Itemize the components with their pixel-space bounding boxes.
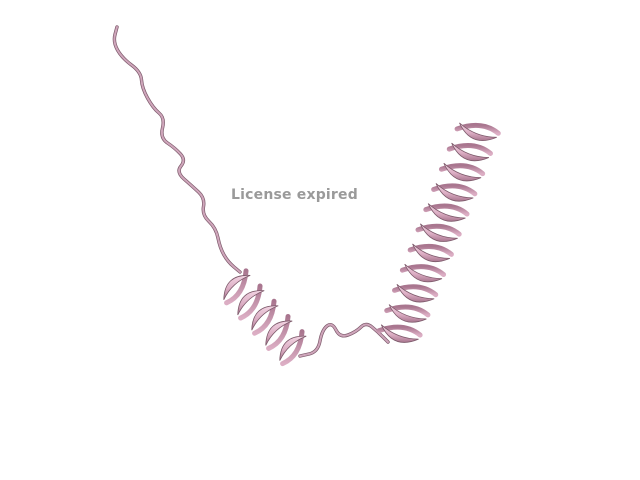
helix-1-front	[223, 275, 307, 361]
helix-2-turn	[443, 162, 482, 182]
helix-1-turn-back	[280, 329, 305, 367]
helix-2-turn-back	[376, 324, 423, 338]
helix-2-turn	[435, 183, 474, 202]
helix-2-turn-back	[415, 223, 462, 237]
helix-1-turn	[251, 305, 279, 331]
helix-2-turn	[380, 324, 419, 343]
helix-1-turn-back	[266, 313, 291, 351]
helix-2-turn	[459, 122, 497, 141]
linker-coil-core	[299, 323, 389, 357]
helix-1-turn-back	[252, 298, 277, 336]
helix-1-turn	[265, 320, 293, 346]
license-watermark: License expired	[231, 187, 358, 203]
helix-1-turn	[279, 335, 307, 361]
helix-1-turn-back	[238, 283, 263, 321]
helix-1	[223, 268, 307, 367]
helix-2-turn-back	[384, 304, 431, 318]
helix-2-front	[380, 122, 497, 343]
helix-2-turn-back	[446, 143, 493, 156]
n-terminal-coil	[112, 25, 242, 274]
helix-2-turn	[396, 284, 435, 303]
helix-1-turn-back	[224, 268, 249, 306]
helix-2-turn	[404, 263, 443, 283]
helix-2-turn	[419, 223, 458, 242]
helix-2-turn-back	[399, 264, 447, 278]
helix-2-back	[376, 122, 501, 338]
helix-2-turn-back	[454, 122, 501, 136]
helix-1-turn	[237, 290, 265, 316]
helix-1-turn	[223, 275, 251, 300]
helix-2-turn-back	[407, 243, 454, 257]
helix-2	[376, 122, 501, 343]
helix-2-turn	[427, 203, 466, 222]
linker-coil	[298, 322, 390, 358]
n-terminal-coil-core	[113, 26, 241, 273]
helix-2-turn-back	[392, 284, 439, 298]
helix-2-turn-back	[438, 163, 486, 177]
helix-2-turn	[388, 304, 427, 323]
helix-1-back	[224, 268, 305, 367]
helix-2-turn	[412, 243, 450, 263]
helix-2-turn-back	[423, 203, 470, 217]
helix-2-turn-back	[431, 183, 478, 197]
helix-2-turn	[451, 142, 490, 162]
